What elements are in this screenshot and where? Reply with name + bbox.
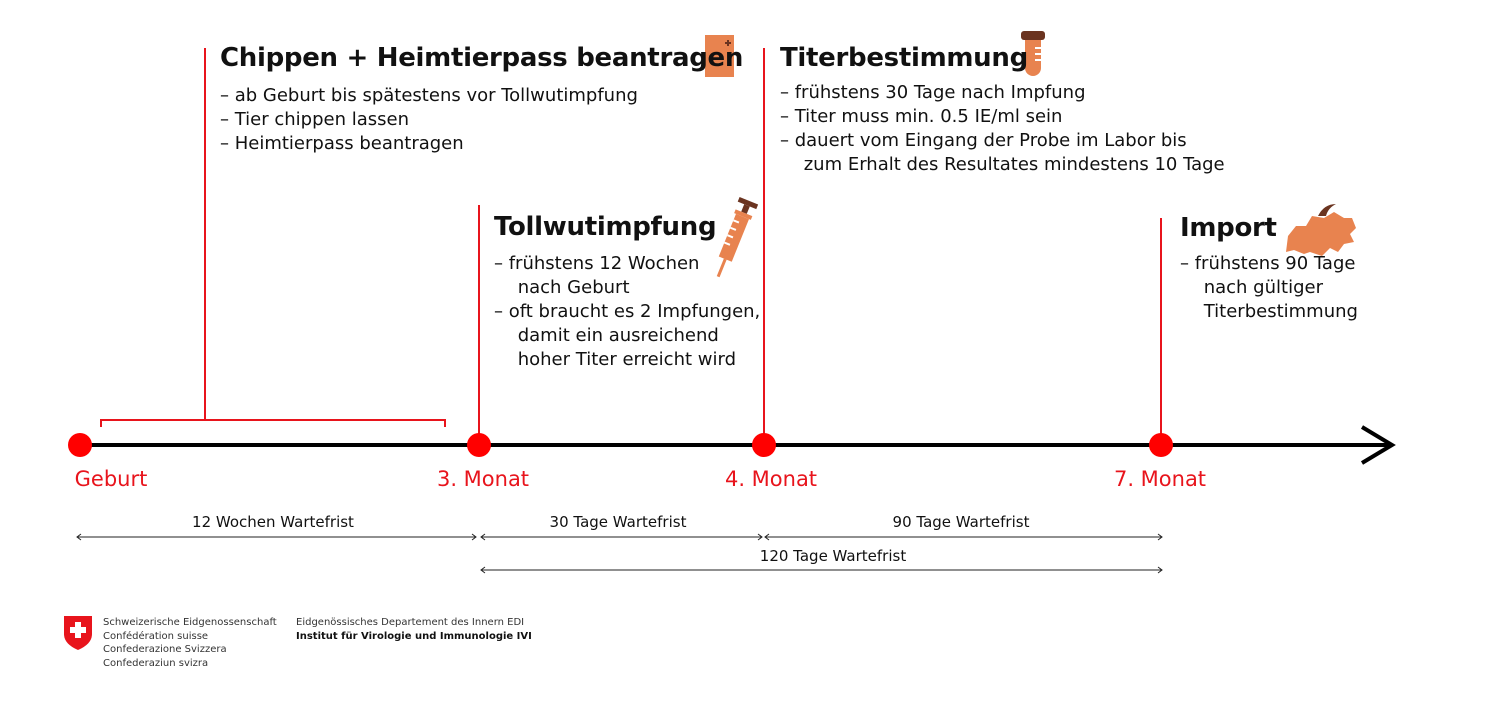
federation-name-rm: Confederaziun svizra [103, 657, 209, 669]
department-name: Eidgenössisches Departement des Innern E… [296, 617, 525, 628]
milestone-label-birth: Geburt [74, 467, 148, 491]
list-item: – frühstens 90 Tage nach gültiger Titerb… [1180, 253, 1358, 322]
wait-arrow-120-days [480, 566, 1163, 574]
titer-title: Titerbestimmung [780, 43, 1028, 73]
vaccine-connector-line [478, 205, 480, 445]
timeline-arrowhead [1360, 425, 1396, 465]
import-connector-line [1160, 218, 1162, 445]
wait-arrow-30-days [480, 533, 763, 541]
list-item: – frühstens 12 Wochen nach Geburt [494, 253, 700, 298]
milestone-dot-month7 [1149, 433, 1173, 457]
wait-arrow-12-weeks [76, 533, 477, 541]
list-item: – ab Geburt bis spätestens vor Tollwutim… [220, 85, 638, 106]
wait-label-120-days: 120 Tage Wartefrist [759, 547, 907, 565]
wait-label-30-days: 30 Tage Wartefrist [549, 513, 687, 531]
wait-arrow-90-days [764, 533, 1163, 541]
department-block: Eidgenössisches Departement des Innern E… [296, 616, 532, 643]
titer-connector-line [763, 48, 765, 445]
import-list: – frühstens 90 Tage nach gültiger Titerb… [1180, 252, 1358, 324]
milestone-label-month3: 3. Monat [436, 467, 530, 491]
federation-name-de: Schweizerische Eidgenossenschaft [103, 617, 277, 628]
list-item: – dauert vom Eingang der Probe im Labor … [780, 130, 1225, 175]
list-item: – frühstens 30 Tage nach Impfung [780, 82, 1086, 103]
list-item: – Titer muss min. 0.5 IE/ml sein [780, 106, 1063, 127]
institute-name: Institut für Virologie und Immunologie I… [296, 630, 532, 642]
titer-list: – frühstens 30 Tage nach Impfung – Titer… [780, 81, 1225, 177]
federation-name-it: Confederazione Svizzera [103, 644, 227, 655]
list-item: – Heimtierpass beantragen [220, 133, 464, 154]
passport-icon [705, 35, 734, 77]
wait-label-90-days: 90 Tage Wartefrist [892, 513, 1030, 531]
switzerland-map-icon [1286, 204, 1356, 256]
chip-connector-line [204, 48, 206, 420]
syringe-icon [716, 196, 759, 278]
milestone-dot-month4 [752, 433, 776, 457]
swiss-coat-of-arms-icon [64, 616, 92, 650]
list-item: – oft braucht es 2 Impfungen, damit ein … [494, 301, 761, 370]
milestone-dot-month3 [467, 433, 491, 457]
federation-name-fr: Confédération suisse [103, 630, 209, 642]
chip-period-bracket [100, 419, 446, 427]
milestone-label-month7: 7. Monat [1113, 467, 1207, 491]
milestone-dot-birth [68, 433, 92, 457]
list-item: – Tier chippen lassen [220, 109, 409, 130]
wait-label-12-weeks: 12 Wochen Wartefrist [192, 513, 354, 531]
vaccination-title: Tollwutimpfung [494, 212, 717, 242]
vaccination-list: – frühstens 12 Wochen nach Geburt – oft … [494, 252, 760, 372]
test-tube-icon [1021, 31, 1045, 76]
federation-names: Schweizerische Eidgenossenschaft Confédé… [103, 616, 277, 670]
import-title: Import [1180, 213, 1277, 243]
chip-passport-title: Chippen + Heimtierpass beantragen [220, 43, 744, 73]
chip-passport-list: – ab Geburt bis spätestens vor Tollwutim… [220, 84, 638, 156]
milestone-label-month4: 4. Monat [724, 467, 818, 491]
